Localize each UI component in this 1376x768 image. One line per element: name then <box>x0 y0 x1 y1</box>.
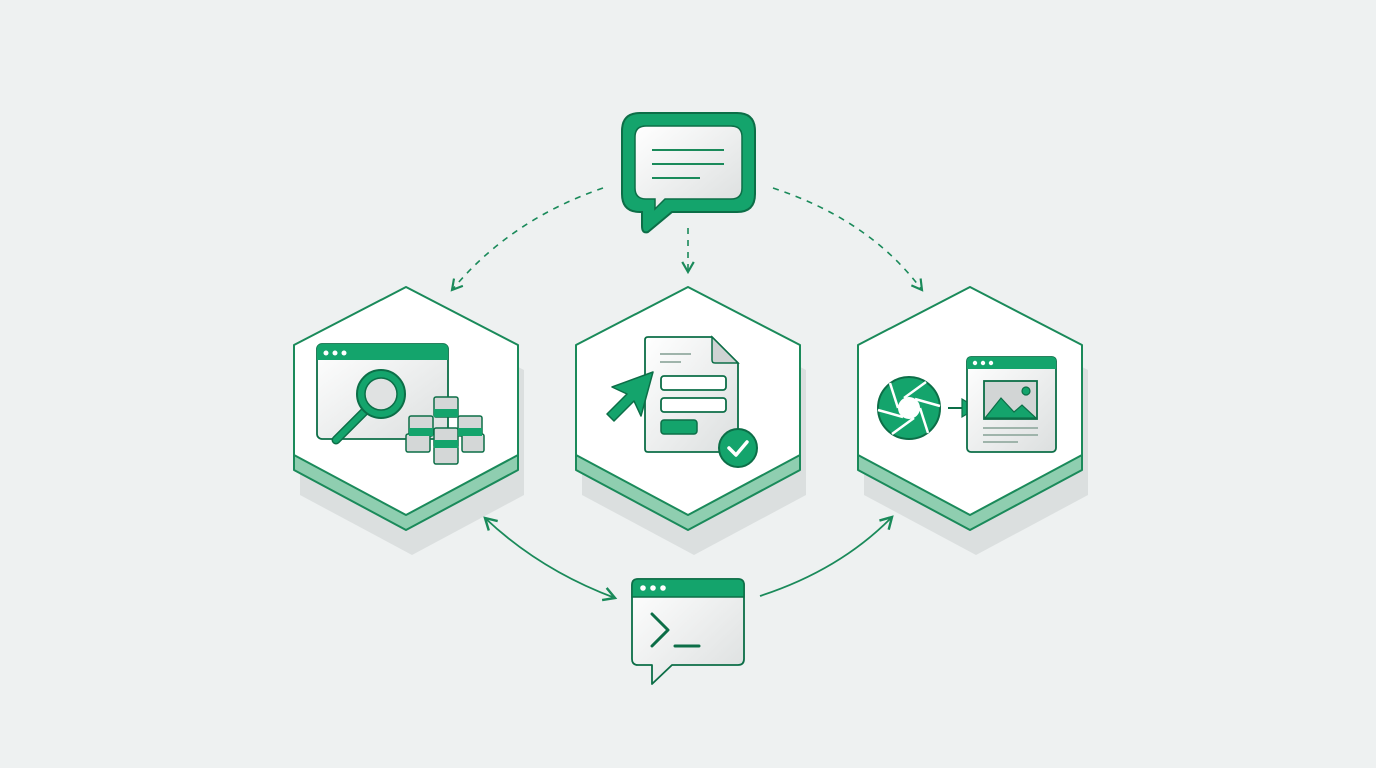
node-search <box>293 286 525 556</box>
chat-bubble-icon <box>621 112 756 234</box>
node-capture <box>857 286 1089 556</box>
double-arrow-search-terminal <box>483 516 618 602</box>
camera-aperture-to-image-icon <box>877 356 1057 453</box>
browser-search-blocks-icon <box>316 343 485 465</box>
form-document-cursor-check-icon <box>606 335 758 468</box>
dashed-arrow-to-search <box>450 187 604 292</box>
aperture-icon <box>877 376 941 440</box>
node-form <box>575 286 807 556</box>
dashed-arrow-to-capture <box>772 187 924 292</box>
terminal-chat-icon <box>631 578 745 685</box>
arrow-terminal-to-capture <box>759 515 894 597</box>
